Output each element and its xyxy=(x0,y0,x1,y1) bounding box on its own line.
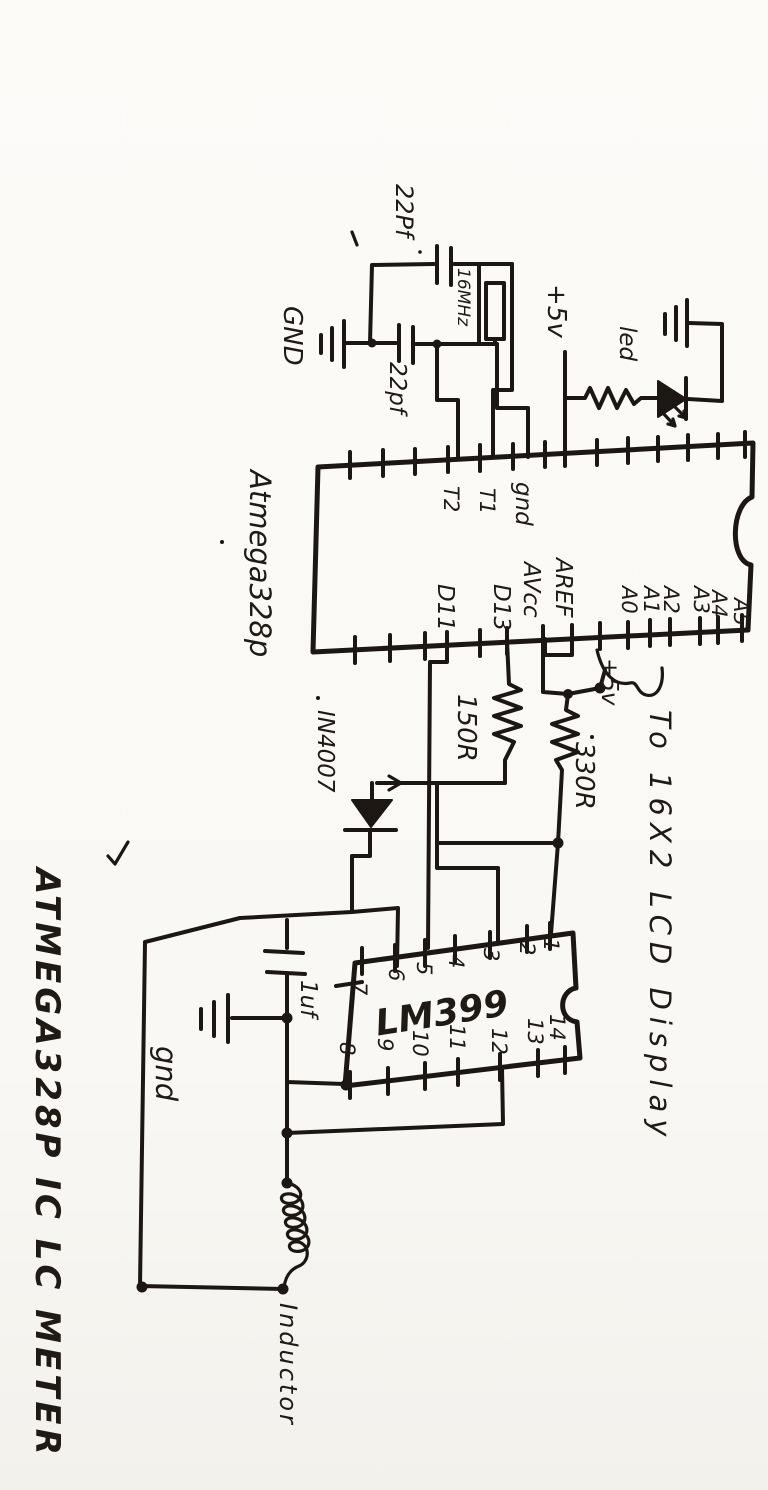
mcu-atmega328p: Atmega328p gnd T1 T2 AREF AVcc D13 D11 A… xyxy=(243,430,756,665)
mcu-pin-a3-label: A3 xyxy=(689,584,713,614)
inductor-label: Inductor xyxy=(274,1303,302,1427)
junction-dot xyxy=(552,837,564,849)
cap-1uf-label: 1uf xyxy=(295,980,321,1020)
junction-dot xyxy=(367,338,377,348)
gnd-mid-label: gnd xyxy=(149,1046,183,1102)
wire-arrow xyxy=(387,774,403,792)
crystal-section: 22Pf 16MHz GND 22pf xyxy=(277,184,530,460)
mcu-pin-t1-label: T1 xyxy=(475,488,499,514)
led-label: led xyxy=(614,326,640,362)
lm399-pin11-label: 11 xyxy=(445,1024,469,1051)
led-emission-arrows xyxy=(660,402,688,428)
lm399-pin14-label: 14 xyxy=(545,1014,569,1041)
wire xyxy=(350,828,372,913)
crystal-16mhz-label: 16MHz xyxy=(453,268,473,327)
lc-tank-section: 1uf gnd Inductor xyxy=(136,906,505,1427)
resistor-330r-symbol xyxy=(550,692,580,845)
diode-1n4007: IN4007 xyxy=(312,710,398,913)
junction-dot xyxy=(136,1281,148,1293)
resistor-150r-symbol xyxy=(492,639,523,785)
brace xyxy=(595,648,664,697)
check-mark xyxy=(106,840,130,866)
lm399-pins-bottom xyxy=(348,1045,567,1100)
lm399-pins-top xyxy=(334,921,552,988)
mcu-pin-d13-label: D13 xyxy=(488,584,514,631)
lm399-pin13-label: 13 xyxy=(523,1018,547,1045)
lm399-outline xyxy=(342,930,583,1089)
mcu-pin-a2-label: A2 xyxy=(659,584,683,614)
lm399-pin2-label: 2 xyxy=(515,942,539,955)
wire xyxy=(435,262,530,460)
lm399-pin7-label: 7 xyxy=(347,982,371,996)
junction-dot xyxy=(281,1012,293,1024)
gnd-top-label: GND xyxy=(277,306,307,366)
mcu-outline xyxy=(310,440,756,655)
stray-mark xyxy=(350,230,359,247)
diode-label: IN4007 xyxy=(312,710,338,793)
junction-dot xyxy=(281,1127,293,1139)
junction-dot xyxy=(432,339,442,349)
junction-dot xyxy=(594,682,606,694)
lm399-pin8-label: 8 xyxy=(335,1042,359,1055)
wire xyxy=(686,321,724,403)
lm399-pin3-label: 3 xyxy=(479,948,503,961)
ground-symbol-top-left xyxy=(319,319,346,369)
capacitor-22pf-bottom-symbol xyxy=(397,323,415,365)
led-symbol xyxy=(657,380,687,418)
ground-symbol-mid xyxy=(199,993,230,1044)
cap-22pf-top-label: 22Pf xyxy=(390,184,418,241)
cap-22pf-bottom-label: 22pf xyxy=(384,362,410,417)
lm399-pin10-label: 10 xyxy=(408,1030,432,1057)
capacitor-22pf-top-symbol xyxy=(435,244,453,287)
pen-dot xyxy=(590,735,594,739)
wire xyxy=(285,1016,505,1185)
crystal-16mhz-symbol xyxy=(477,262,506,346)
mcu-pins-top xyxy=(348,430,747,480)
lm399-pin1-label: 1 xyxy=(539,938,563,951)
mcu-pin-a4-label: A4 xyxy=(707,588,731,618)
resistor-330r-label: 330R xyxy=(569,742,599,810)
led-section: +5v led xyxy=(541,284,724,459)
mcu-pin-a1-label: A1 xyxy=(639,584,663,614)
mcu-pin-d11-label: D11 xyxy=(432,584,458,631)
mcu-pin-aref-label: AREF xyxy=(550,556,576,618)
stray-marks xyxy=(106,250,594,866)
lm399-pin6-label: 6 xyxy=(384,968,408,981)
lcd-note-text: To 16X2 LCD Display xyxy=(643,710,677,1143)
capacitor-1uf-symbol xyxy=(263,918,307,1018)
vcc-top-label: +5v xyxy=(541,284,571,338)
led-series-resistor-symbol xyxy=(563,386,660,410)
pen-dot xyxy=(316,696,320,700)
mcu-pin-t2-label: T2 xyxy=(439,486,463,512)
lm399-pin5-label: 5 xyxy=(412,962,436,975)
mid-section: +5v 330R 150R To 16X2 LCD Display xyxy=(375,636,677,1143)
wire xyxy=(344,262,514,346)
comparator-lm399: LM399 1 2 3 4 5 6 7 8 9 10 11 12 13 14 xyxy=(334,921,583,1100)
wire xyxy=(541,636,607,696)
resistor-150r-label: 150R xyxy=(451,694,481,762)
mcu-pin-gnd-label: gnd xyxy=(510,482,536,526)
lm399-pin9-label: 9 xyxy=(373,1038,397,1051)
inductor-coil xyxy=(279,1181,311,1290)
mcu-pin-a0-label: A0 xyxy=(617,584,641,614)
mcu-pin-a5-label: A5 xyxy=(729,596,753,626)
lm399-pin12-label: 12 xyxy=(487,1028,511,1055)
mcu-name-label: Atmega328p xyxy=(243,468,277,657)
mcu-pin-avcc-label: AVcc xyxy=(518,560,544,618)
vcc-mid-label: +5v xyxy=(596,658,622,706)
ground-symbol-led xyxy=(663,298,689,348)
pen-dot xyxy=(418,250,422,254)
page-title: ATMEGA328P IC LC METER xyxy=(27,865,67,1459)
wire xyxy=(375,643,560,950)
diode-1n4007-symbol xyxy=(351,799,393,828)
lm399-pin4-label: 4 xyxy=(444,955,468,968)
pen-dot xyxy=(220,540,224,544)
